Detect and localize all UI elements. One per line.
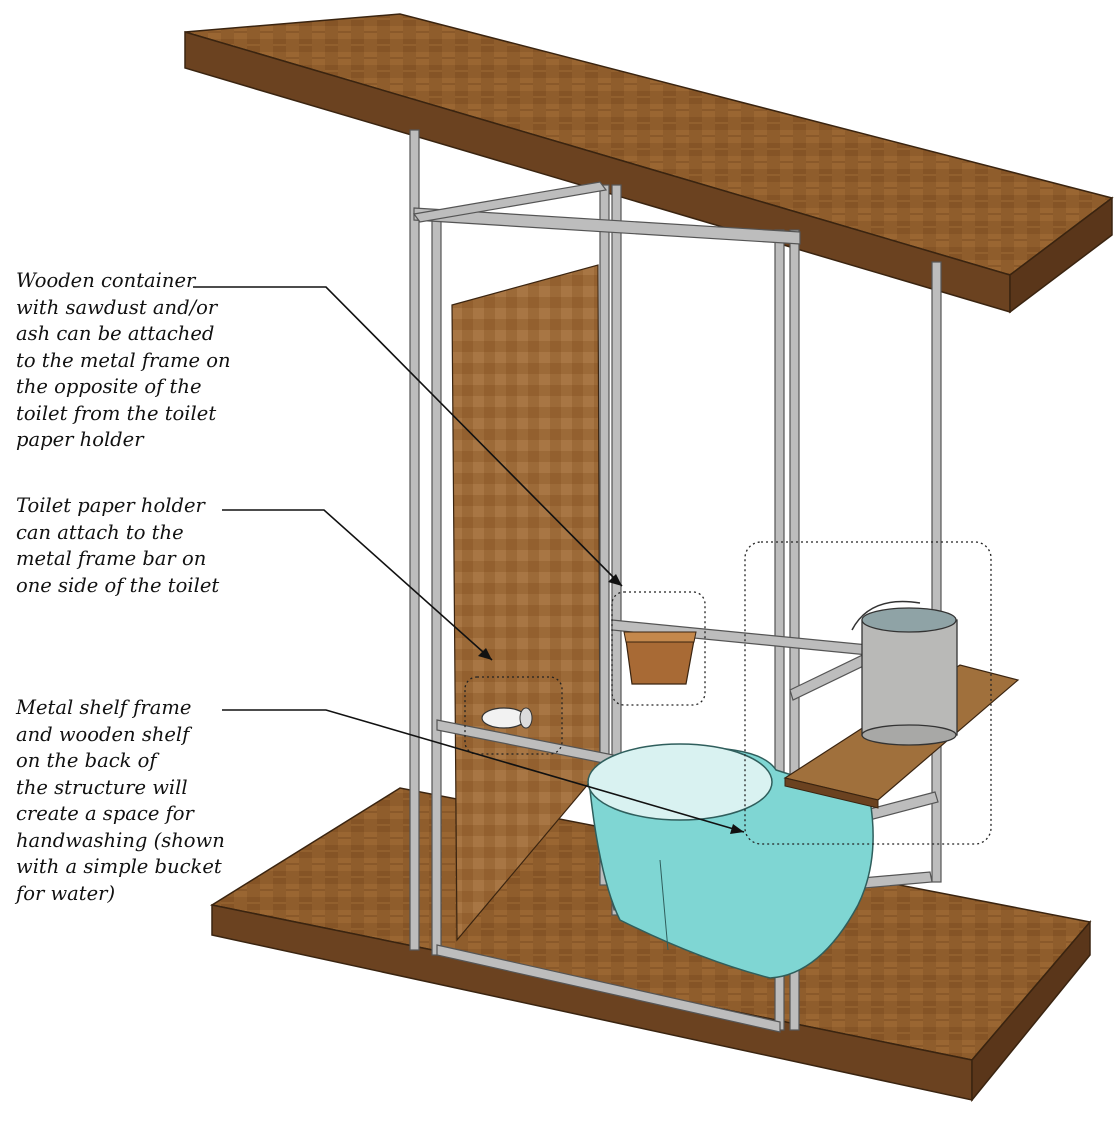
water-bucket	[851, 600, 958, 746]
roof	[184, 13, 1114, 314]
container-annotation: Wooden container with sawdust and/or ash…	[16, 269, 231, 451]
leader-arrowheads	[478, 574, 744, 834]
leader-lines	[193, 286, 745, 833]
highlight-boxes	[464, 541, 992, 845]
composting-toilet	[587, 743, 874, 979]
paper-holder-annotation: Toilet paper holder can attach to the me…	[16, 494, 220, 597]
toilet-paper-roll	[481, 707, 533, 729]
container-leader-line	[193, 286, 623, 587]
paper-holder-highlight	[464, 676, 563, 755]
sawdust-container	[623, 631, 697, 685]
shelf-annotation: Metal shelf frame and wooden shelf on th…	[16, 696, 225, 905]
paper-holder-leader-line	[222, 509, 493, 661]
shelf-leader-line	[222, 709, 745, 833]
shelf-highlight	[744, 541, 992, 845]
